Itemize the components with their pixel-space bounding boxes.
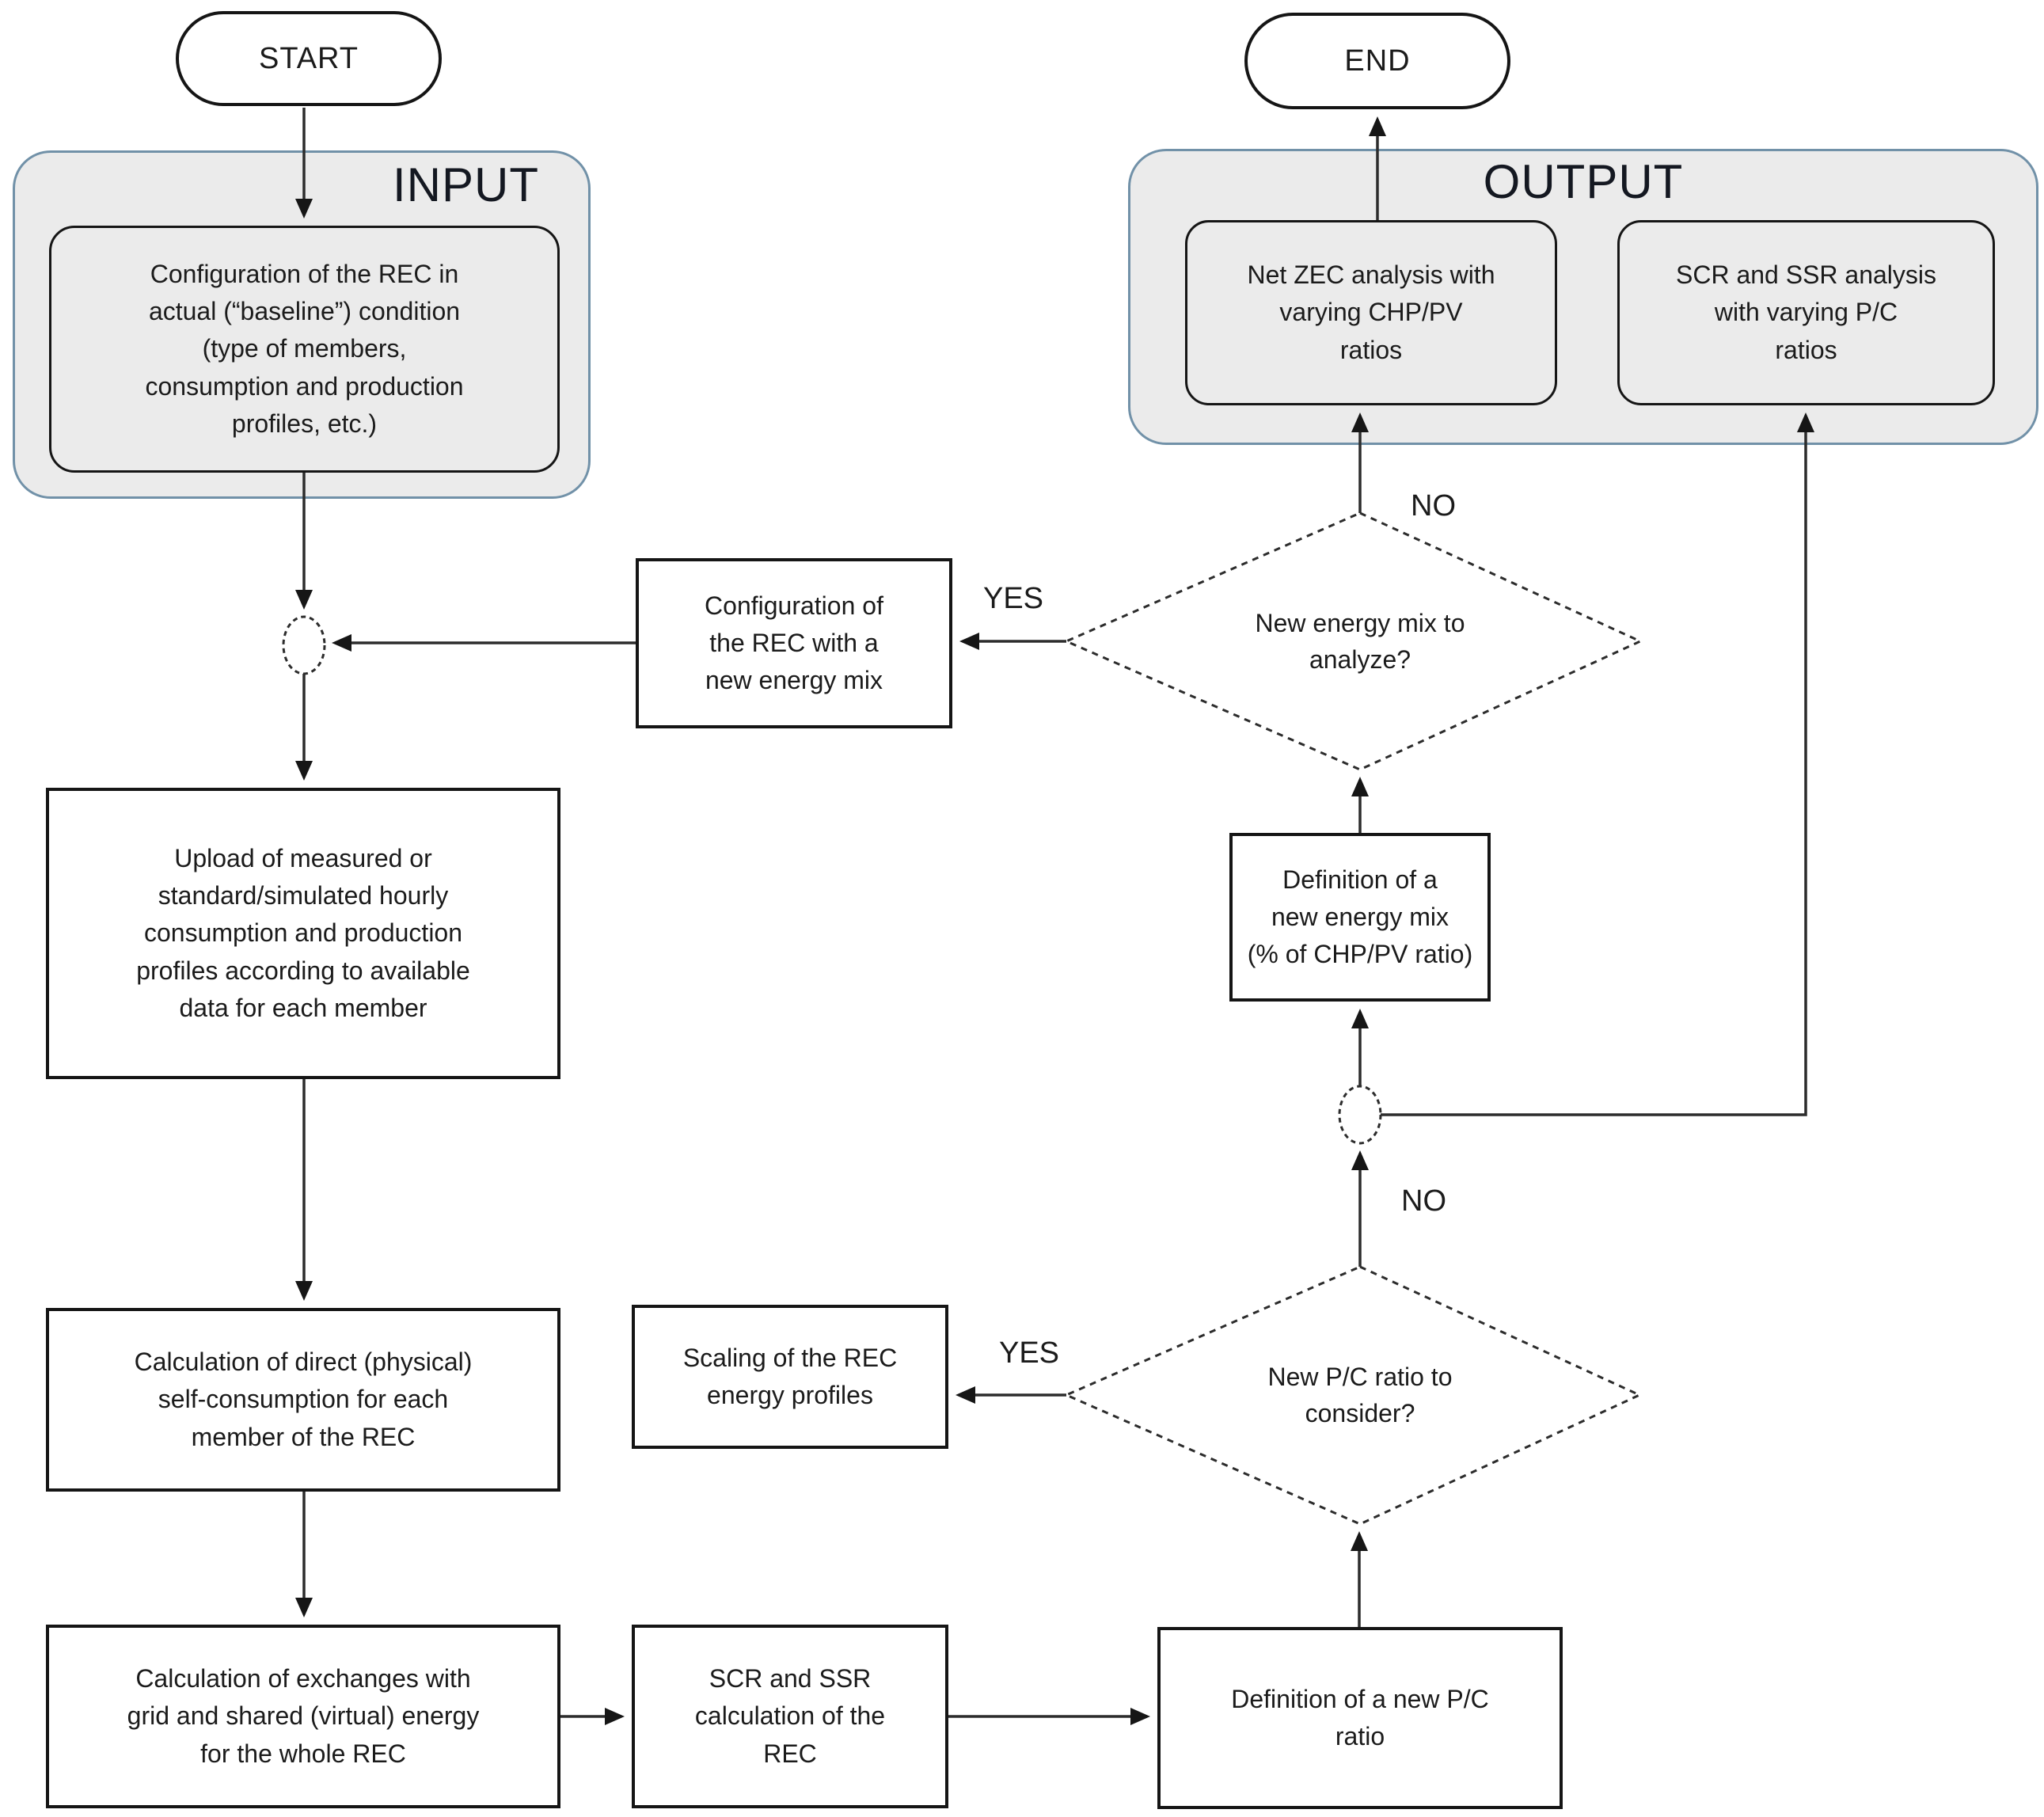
node-upload-profiles: Upload of measured or standard/simulated… bbox=[46, 788, 560, 1079]
node-scr-ssr-calculation: SCR and SSR calculation of the REC bbox=[632, 1625, 948, 1808]
start-terminal: START bbox=[176, 11, 442, 106]
edge-label-yes-new-pc: YES bbox=[998, 1336, 1060, 1370]
node-input-configuration: Configuration of the REC in actual (“bas… bbox=[49, 226, 560, 473]
output-group-label: OUTPUT bbox=[1483, 155, 1684, 208]
edge-junction-right-loop-to-scr-ssr-analysis bbox=[1381, 412, 1814, 1116]
decision-new-energy-mix-diamond bbox=[1063, 511, 1643, 771]
node-calc-grid-exchanges: Calculation of exchanges with grid and s… bbox=[46, 1625, 560, 1808]
edge-label-no-new-pc: NO bbox=[1401, 1184, 1446, 1218]
node-scaling-rec-profiles: Scaling of the REC energy profiles bbox=[632, 1305, 948, 1449]
input-group-label: INPUT bbox=[393, 158, 539, 211]
decision-new-pc-ratio-label: New P/C ratio to consider? bbox=[1267, 1362, 1453, 1427]
connector-junction-left bbox=[282, 615, 326, 675]
edge-label-yes-new-mix: YES bbox=[982, 582, 1044, 615]
connector-junction-right bbox=[1338, 1085, 1382, 1145]
decision-new-pc-ratio-diamond bbox=[1063, 1265, 1643, 1526]
node-net-zec-analysis: Net ZEC analysis with varying CHP/PV rat… bbox=[1185, 220, 1557, 405]
node-calc-direct-self-consumption: Calculation of direct (physical) self-co… bbox=[46, 1308, 560, 1492]
edge-label-no-new-mix: NO bbox=[1411, 489, 1456, 523]
node-config-new-energy-mix: Configuration of the REC with a new ener… bbox=[636, 558, 952, 728]
node-definition-new-pc-ratio: Definition of a new P/C ratio bbox=[1157, 1627, 1563, 1809]
decision-new-energy-mix-label: New energy mix to analyze? bbox=[1255, 608, 1465, 674]
node-scr-ssr-analysis: SCR and SSR analysis with varying P/C ra… bbox=[1617, 220, 1995, 405]
node-definition-new-energy-mix: Definition of a new energy mix (% of CHP… bbox=[1229, 833, 1491, 1002]
end-terminal: END bbox=[1244, 13, 1510, 109]
